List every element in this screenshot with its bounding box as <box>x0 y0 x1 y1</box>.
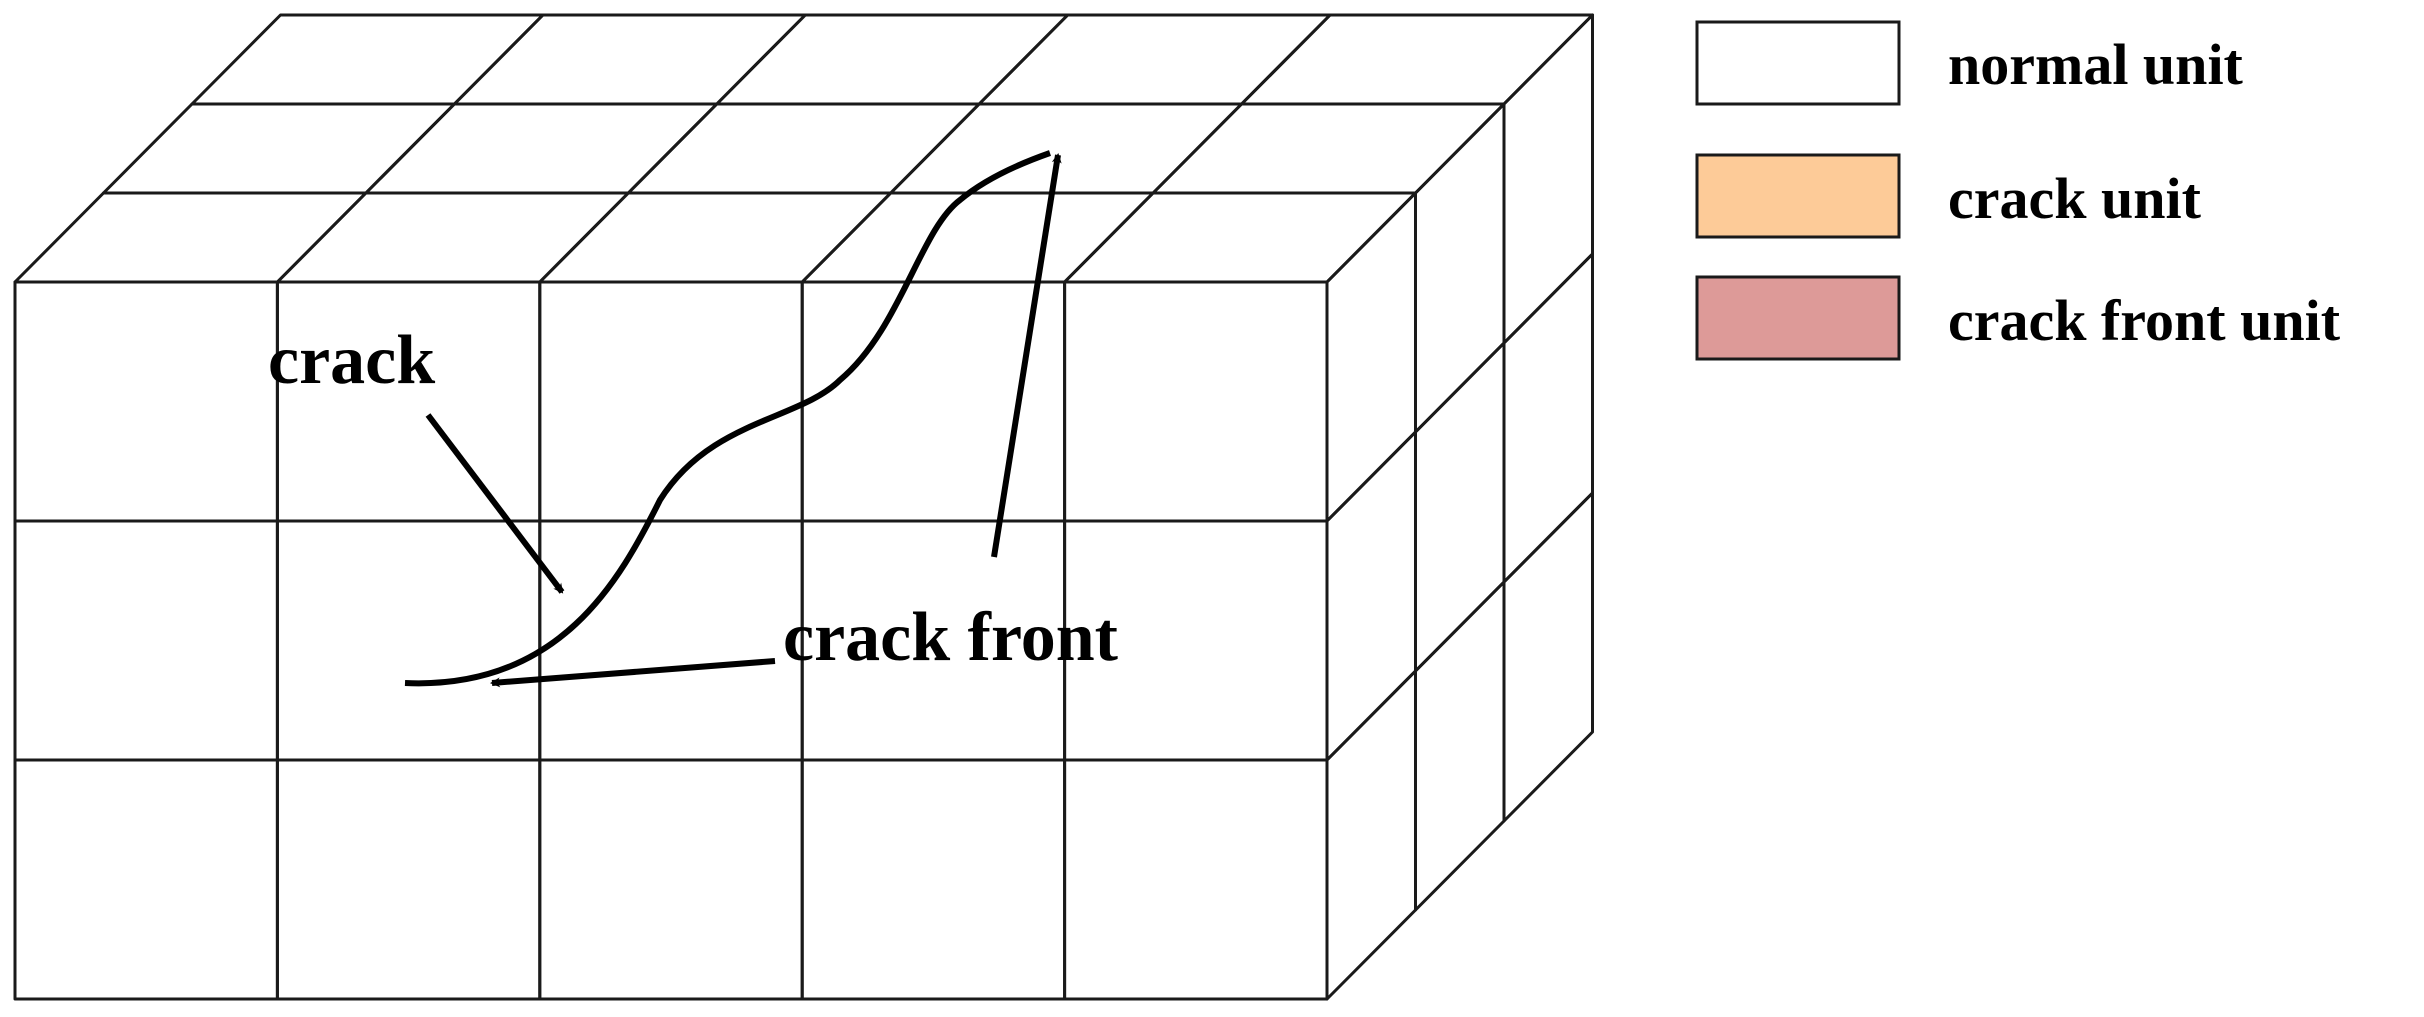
front-normal-unit <box>13 758 279 1001</box>
top-normal-unit <box>1063 191 1417 284</box>
side-normal-unit <box>1502 13 1594 345</box>
top-normal-unit <box>13 191 368 284</box>
top-normal-unit <box>1240 13 1594 106</box>
legend-label-crack-unit: crack unit <box>1948 166 2202 231</box>
front-normal-unit <box>1063 280 1329 523</box>
crack-curve <box>404 150 1051 687</box>
front-crack-unit <box>800 280 1067 523</box>
side-normal-unit <box>1414 102 1506 434</box>
front-normal-unit <box>275 758 542 1001</box>
side-normal-unit <box>1325 430 1417 762</box>
front-normal-unit <box>1063 758 1329 1001</box>
top-normal-unit <box>1151 102 1506 195</box>
top-crack-unit <box>538 191 893 284</box>
front-normal-unit <box>13 280 279 523</box>
top-crack-unit <box>626 102 981 195</box>
legend-swatch-normal-unit <box>1695 20 1901 106</box>
top-normal-unit <box>275 191 630 284</box>
unit-block <box>13 13 1594 1001</box>
front-crack-front-unit <box>275 519 542 762</box>
top-crack-unit <box>889 102 1244 195</box>
legend: normal unit crack unit crack front unit <box>1695 20 2341 361</box>
legend-swatch-crack-unit <box>1695 153 1901 239</box>
legend-label-crack-front-unit: crack front unit <box>1948 288 2341 353</box>
crack-label-arrow <box>425 413 565 594</box>
top-crack-unit <box>800 191 1155 284</box>
legend-item-crack-unit: crack unit <box>1695 153 2202 239</box>
top-crack-front-unit <box>977 13 1332 106</box>
top-normal-unit <box>190 13 545 106</box>
side-normal-unit <box>1414 580 1506 912</box>
top-normal-unit <box>364 102 719 195</box>
side-normal-unit <box>1325 669 1417 1001</box>
crack-front-label: crack front <box>783 599 1118 676</box>
front-crack-unit <box>538 519 804 762</box>
front-normal-unit <box>13 519 279 762</box>
side-normal-unit <box>1414 341 1506 673</box>
front-normal-unit <box>275 280 542 523</box>
legend-swatch-crack-front-unit <box>1695 275 1901 361</box>
top-normal-unit <box>452 13 807 106</box>
side-normal-unit <box>1502 252 1594 584</box>
crack-front-arrow-left <box>490 658 776 688</box>
side-normal-unit <box>1325 191 1417 523</box>
crack-front-arrow-top <box>991 153 1062 558</box>
legend-item-crack-front-unit: crack front unit <box>1695 275 2341 361</box>
crack-annotations: crack crack front <box>268 150 1118 688</box>
legend-label-normal-unit: normal unit <box>1948 32 2244 97</box>
top-normal-unit <box>102 102 456 195</box>
front-normal-unit <box>800 758 1067 1001</box>
side-normal-unit <box>1502 491 1594 823</box>
top-normal-unit <box>715 13 1070 106</box>
front-normal-unit <box>538 758 804 1001</box>
crack-label: crack <box>268 322 435 399</box>
legend-item-normal-unit: normal unit <box>1695 20 2244 106</box>
